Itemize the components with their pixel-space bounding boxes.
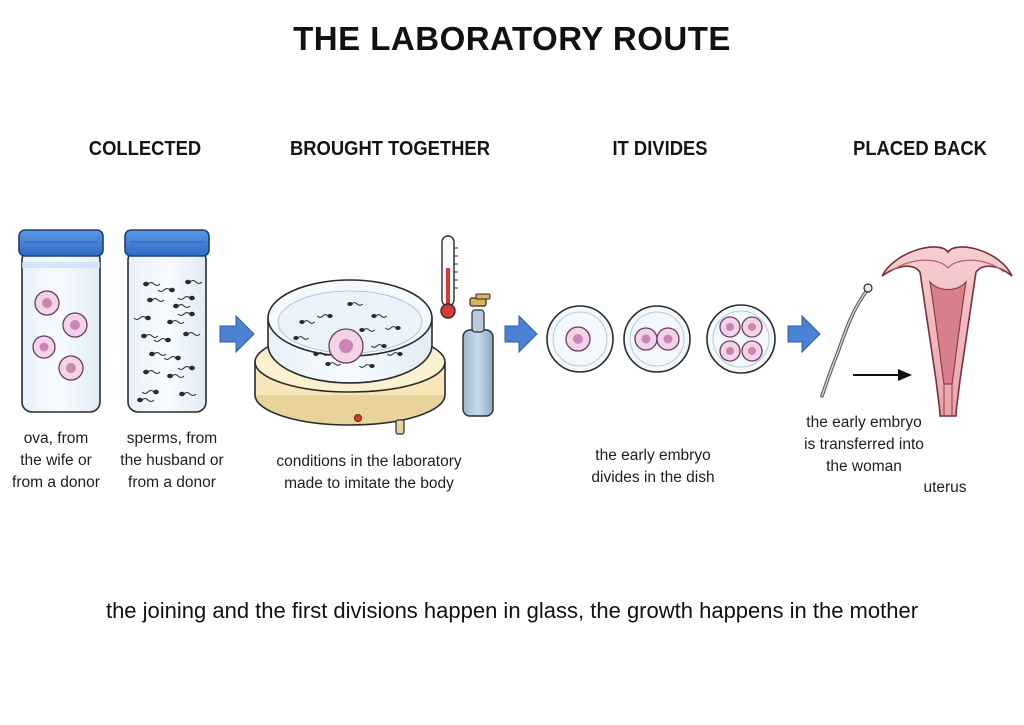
caption-ova: ova, from the wife or from a donor <box>6 428 106 494</box>
flow-arrow-2 <box>504 314 538 354</box>
sperm-cell <box>313 351 329 357</box>
sperm-cell <box>133 315 151 321</box>
step-heading-it-divides: IT DIVIDES <box>612 138 708 160</box>
sperm-cell <box>293 335 309 341</box>
sperm-cell <box>359 327 375 333</box>
flow-arrow-3 <box>787 314 821 354</box>
sperm-cell <box>177 311 195 317</box>
caption-line: from a donor <box>12 474 100 491</box>
caption-line: the early embryo <box>806 414 922 431</box>
caption-line: the early embryo <box>595 447 711 464</box>
ovum-cell <box>62 312 88 338</box>
sperm-cell <box>147 297 165 303</box>
ovum-cell <box>58 355 84 381</box>
caption-transfer: the early embryo is transferred into the… <box>794 412 934 478</box>
diagram-title: THE LABORATORY ROUTE <box>293 20 731 57</box>
sperm-cell <box>173 303 191 309</box>
caption-line: from a donor <box>128 474 216 491</box>
sperm-cell <box>153 337 171 343</box>
sperm-cell <box>137 397 155 403</box>
sperm-cell <box>179 391 197 397</box>
direction-arrow-icon <box>853 369 912 381</box>
step-heading-brought-together: BROUGHT TOGETHER <box>289 138 491 160</box>
step-heading-placed-back: PLACED BACK <box>853 138 987 160</box>
sperm-cell <box>177 365 195 371</box>
thermometer-icon <box>440 235 458 319</box>
embryo-one-cell-dish <box>546 305 614 373</box>
caption-line: is transferred into <box>804 436 924 453</box>
sperm-cell <box>143 281 161 287</box>
ovum-cell <box>32 335 56 359</box>
caption-sperms: sperms, from the husband or from a donor <box>112 428 232 494</box>
caption-line: ova, from <box>23 430 89 447</box>
sperm-cell <box>385 325 401 331</box>
sperm-cell <box>371 313 387 319</box>
sperm-cell <box>149 351 167 357</box>
sperm-cell <box>163 355 181 361</box>
ova-jar <box>18 229 104 413</box>
sperm-cell <box>387 351 403 357</box>
caption-line: made to imitate the body <box>284 475 454 492</box>
embryo-two-cell-dish <box>623 305 691 373</box>
ovum-cell <box>328 328 364 364</box>
sperm-cell <box>325 361 341 367</box>
step-heading-collected: COLLECTED <box>88 138 202 160</box>
caption-uterus: uterus <box>923 479 967 496</box>
sperm-cell <box>347 301 363 307</box>
sperm-cell <box>143 369 161 375</box>
sperm-cell <box>185 279 203 285</box>
embryo-four-cell-dish <box>706 304 776 374</box>
caption-line: the wife or <box>20 452 92 469</box>
flow-arrow-1 <box>219 314 255 354</box>
sperm-cell <box>141 333 159 339</box>
transfer-catheter-icon <box>820 283 873 398</box>
caption-line: sperms, from <box>126 430 218 447</box>
sperm-cell <box>177 295 195 301</box>
sperm-cell <box>317 313 333 319</box>
caption-line: conditions in the laboratory <box>276 453 462 470</box>
caption-line: the woman <box>826 458 902 475</box>
sperm-cell <box>359 363 375 369</box>
incubator-with-dish <box>254 279 446 435</box>
caption-divides: the early embryo divides in the dish <box>578 445 728 489</box>
sperm-cell <box>167 373 185 379</box>
gas-bottle-icon <box>462 293 494 417</box>
caption-line: the husband or <box>120 452 224 469</box>
caption-conditions: conditions in the laboratory made to imi… <box>264 451 474 495</box>
ovum-cell <box>34 290 60 316</box>
caption-line: divides in the dish <box>591 469 715 486</box>
sperm-cell <box>183 331 201 337</box>
sperm-cell <box>167 319 185 325</box>
sperm-cell <box>371 343 387 349</box>
sperm-cell <box>141 389 159 395</box>
sperm-cell <box>299 319 315 325</box>
uterus-illustration <box>881 246 1013 417</box>
summary-footer: the joining and the first divisions happ… <box>105 598 919 623</box>
sperm-jar <box>124 229 210 413</box>
sperm-cell <box>157 287 175 293</box>
